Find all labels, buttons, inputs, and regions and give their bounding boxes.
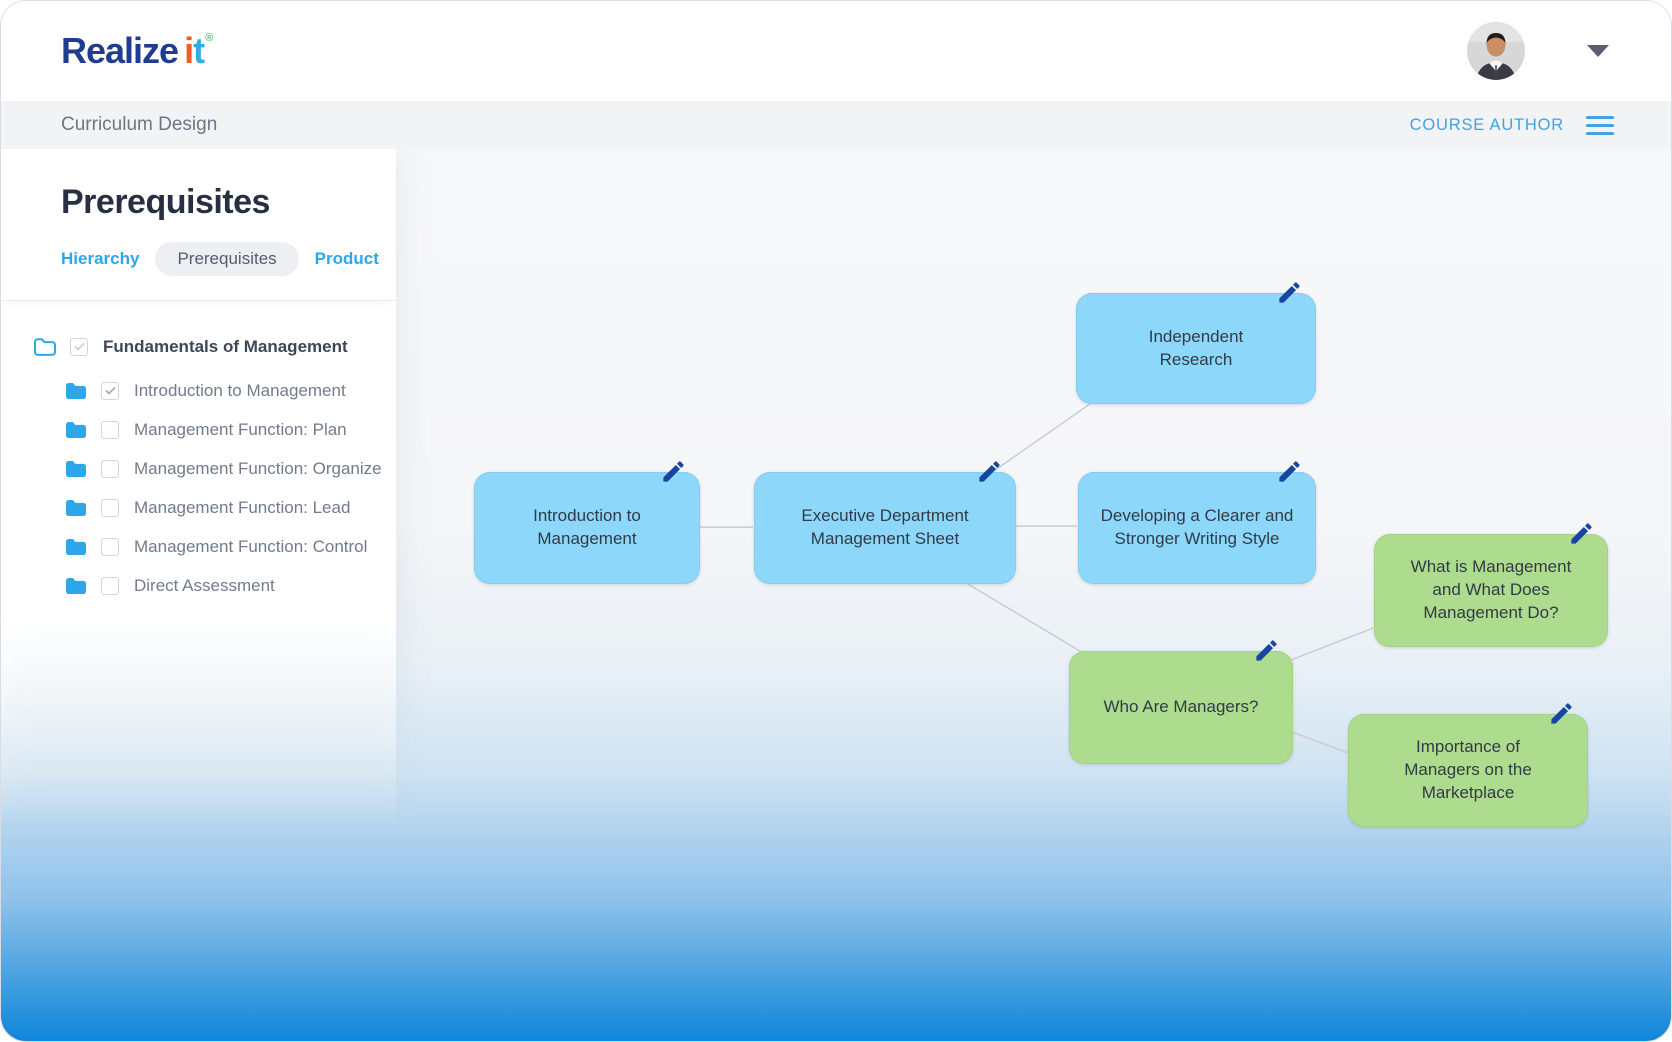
course-author-label[interactable]: COURSE AUTHOR (1409, 115, 1564, 134)
logo-text-main: Realize (61, 30, 179, 71)
diagram-node-what-is-management[interactable]: What is Management and What Does Managem… (1374, 523, 1608, 647)
header-user-area (1467, 22, 1609, 80)
folder-icon (64, 420, 88, 440)
node-label: Developing a Clearer and Stronger Writin… (1100, 506, 1294, 548)
edit-pencil-icon[interactable] (1276, 458, 1303, 485)
node-label: Importance of Managers on the Marketplac… (1404, 737, 1532, 802)
toolbar-right: COURSE AUTHOR (1410, 114, 1614, 137)
diagram-node-who-are-managers[interactable]: Who Are Managers? (1069, 640, 1293, 764)
logo-text-t: t (193, 30, 205, 71)
folder-icon (64, 381, 88, 401)
edge-whoare-importance (1291, 730, 1348, 754)
edit-pencil-icon[interactable] (1253, 637, 1280, 664)
tree-item-label: Management Function: Organize (134, 458, 382, 478)
tree-item-label: Management Function: Control (134, 536, 368, 556)
realizeit-logo[interactable]: Realize i t ® (61, 30, 213, 72)
tree-item-introduction[interactable]: Introduction to Management (64, 371, 376, 410)
tree-item-label: Introduction to Management (134, 380, 346, 400)
top-header: Realize i t ® (1, 1, 1671, 101)
tree-item-function-organize[interactable]: Management Function: Organize (64, 449, 382, 488)
edit-pencil-icon[interactable] (1568, 520, 1595, 547)
folder-open-icon (33, 337, 57, 357)
node-label: Introduction to Management (533, 506, 641, 548)
breadcrumb: Curriculum Design (61, 114, 218, 135)
checkbox[interactable] (101, 498, 119, 517)
sidebar-header: Prerequisites Hierarchy Prerequisites Pr… (1, 149, 396, 301)
folder-icon (64, 498, 88, 518)
tree-item-function-plan[interactable]: Management Function: Plan (64, 410, 376, 449)
edge-executive-independent (987, 397, 1099, 476)
sidebar: Prerequisites Hierarchy Prerequisites Pr… (1, 149, 396, 1041)
edit-pencil-icon[interactable] (976, 458, 1003, 485)
user-avatar[interactable] (1467, 22, 1525, 80)
diagram-node-executive-department-management-sheet[interactable]: Executive Department Management Sheet (754, 461, 1016, 584)
folder-icon (64, 459, 88, 479)
checkbox[interactable] (101, 381, 119, 400)
tab-hierarchy[interactable]: Hierarchy (61, 249, 140, 268)
edit-pencil-icon[interactable] (660, 458, 687, 485)
checkbox[interactable] (101, 459, 119, 478)
tree-item-function-lead[interactable]: Management Function: Lead (64, 488, 376, 527)
logo-text-i: i (184, 30, 194, 71)
node-label: Who Are Managers? (1103, 697, 1259, 717)
checkbox[interactable] (101, 420, 119, 439)
edit-pencil-icon[interactable] (1276, 279, 1303, 306)
chevron-down-icon[interactable] (1587, 45, 1609, 57)
tree-item-direct-assessment[interactable]: Direct Assessment (64, 566, 376, 605)
registered-mark: ® (205, 32, 213, 44)
edit-pencil-icon[interactable] (1548, 700, 1575, 727)
avatar-photo (1467, 22, 1525, 80)
toolbar-strip: Curriculum Design COURSE AUTHOR (1, 101, 1671, 149)
diagram-edges (699, 397, 1374, 754)
tree-item-label: Management Function: Lead (134, 497, 351, 517)
folder-icon (64, 537, 88, 557)
edge-whoare-whatis (1291, 627, 1374, 661)
node-label: What is Management and What Does Managem… (1410, 557, 1572, 622)
tree-item-fundamentals[interactable]: Fundamentals of Management (33, 327, 376, 366)
diagram-node-independent-research[interactable]: Independent Research (1076, 282, 1316, 404)
diagram-node-developing-writing-style[interactable]: Developing a Clearer and Stronger Writin… (1078, 461, 1316, 584)
tab-product[interactable]: Product (314, 249, 379, 268)
edge-executive-whoare (957, 577, 1086, 655)
tab-prerequisites[interactable]: Prerequisites (155, 242, 299, 276)
node-label: Independent Research (1148, 326, 1244, 369)
node-label: Executive Department Management Sheet (801, 506, 969, 548)
menu-icon[interactable] (1586, 114, 1614, 137)
tree-item-label: Management Function: Plan (134, 419, 347, 439)
checkbox[interactable] (70, 337, 88, 356)
tree-item-function-control[interactable]: Management Function: Control (64, 527, 376, 566)
view-tabs: Hierarchy Prerequisites Product (61, 242, 379, 276)
folder-icon (64, 576, 88, 596)
diagram-node-importance-of-managers[interactable]: Importance of Managers on the Marketplac… (1348, 703, 1588, 827)
page-title: Prerequisites (61, 183, 270, 221)
curriculum-tree: Fundamentals of Management Introduction … (1, 301, 396, 605)
checkbox[interactable] (101, 576, 119, 595)
tree-item-label: Fundamentals of Management (103, 336, 348, 356)
content-area: Independent Research Introduction to Man… (1, 149, 1671, 1041)
checkbox[interactable] (101, 537, 119, 556)
tree-item-label: Direct Assessment (134, 575, 275, 595)
diagram-node-introduction-to-management[interactable]: Introduction to Management (474, 461, 700, 584)
